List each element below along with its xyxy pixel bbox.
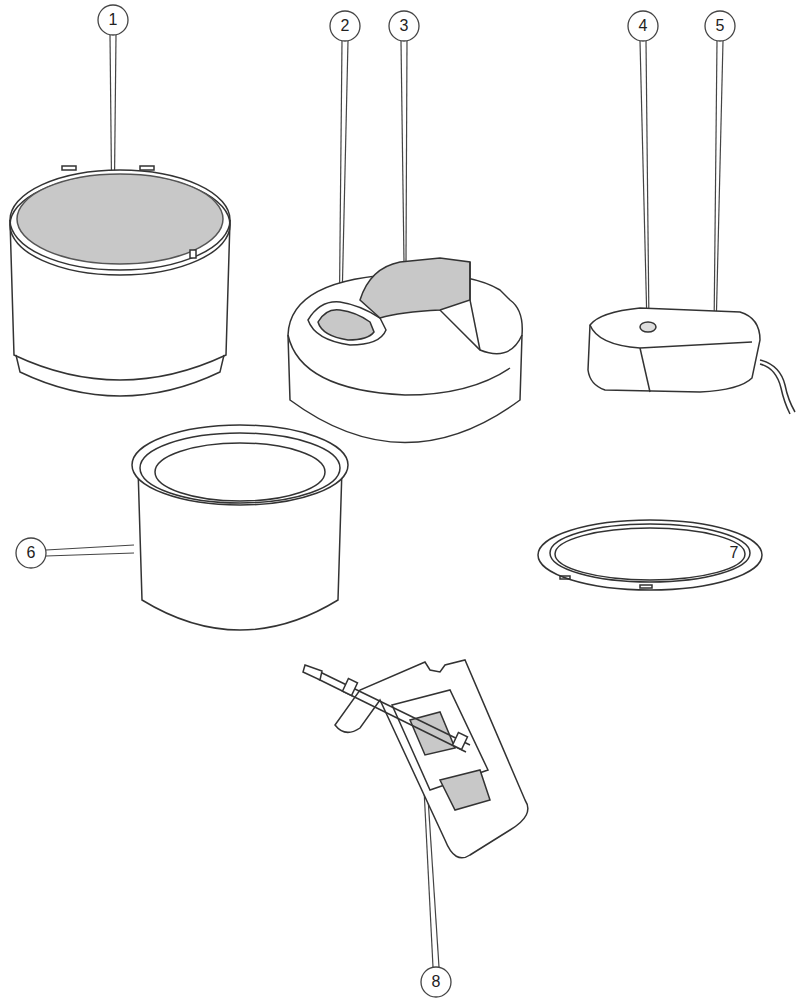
callout-number: 2	[331, 16, 359, 36]
callout-number: 8	[422, 972, 450, 992]
lid-part	[288, 258, 522, 443]
callout-circles	[16, 5, 749, 997]
bowl-part	[132, 425, 348, 630]
callout-number: 1	[99, 10, 127, 30]
ring-part	[538, 520, 762, 590]
callout-number: 7	[720, 543, 748, 563]
callout-number: 4	[629, 16, 657, 36]
housing-part	[10, 166, 230, 396]
paddle-part	[303, 660, 528, 858]
motor-part	[588, 308, 795, 414]
callout-number: 6	[17, 543, 45, 563]
callout-number: 5	[706, 16, 734, 36]
callout-number: 3	[390, 16, 418, 36]
